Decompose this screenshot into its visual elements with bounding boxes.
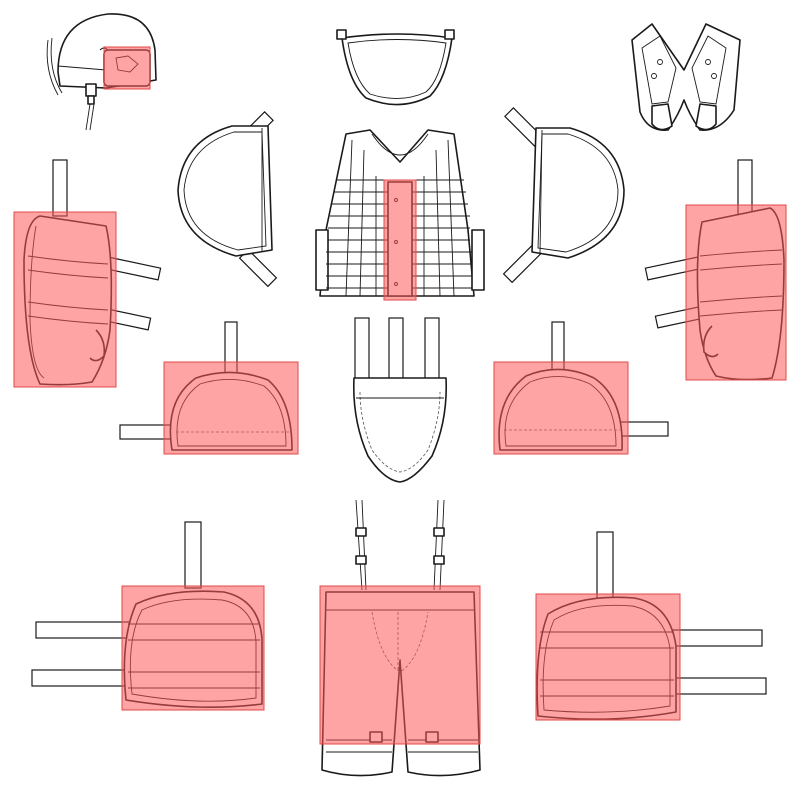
trousers-highlight [319,585,481,745]
left-thigh-guard-highlight [121,585,265,711]
left-forearm-guard-highlight [13,211,117,388]
trousers [319,499,481,777]
vest [315,129,485,301]
groin-protector [352,317,448,483]
neck-guard [336,29,455,106]
collar-protector [631,23,741,131]
helmet-highlight [103,46,151,90]
left-shoulder-pad [177,111,278,288]
left-forearm-guard [13,159,162,388]
helmet [46,13,157,131]
left-upper-arm-guard [119,321,299,455]
left-thigh-guard [31,521,265,711]
right-thigh-guard [535,531,767,721]
right-forearm-guard-highlight [685,204,787,381]
right-upper-arm-guard [493,321,669,455]
vest-closure-highlight [383,179,417,301]
right-shoulder-pad [502,107,625,284]
right-forearm-guard [644,159,787,381]
right-upper-arm-guard-highlight [493,361,629,455]
right-thigh-guard-highlight [535,593,681,721]
left-upper-arm-guard-highlight [163,361,299,455]
